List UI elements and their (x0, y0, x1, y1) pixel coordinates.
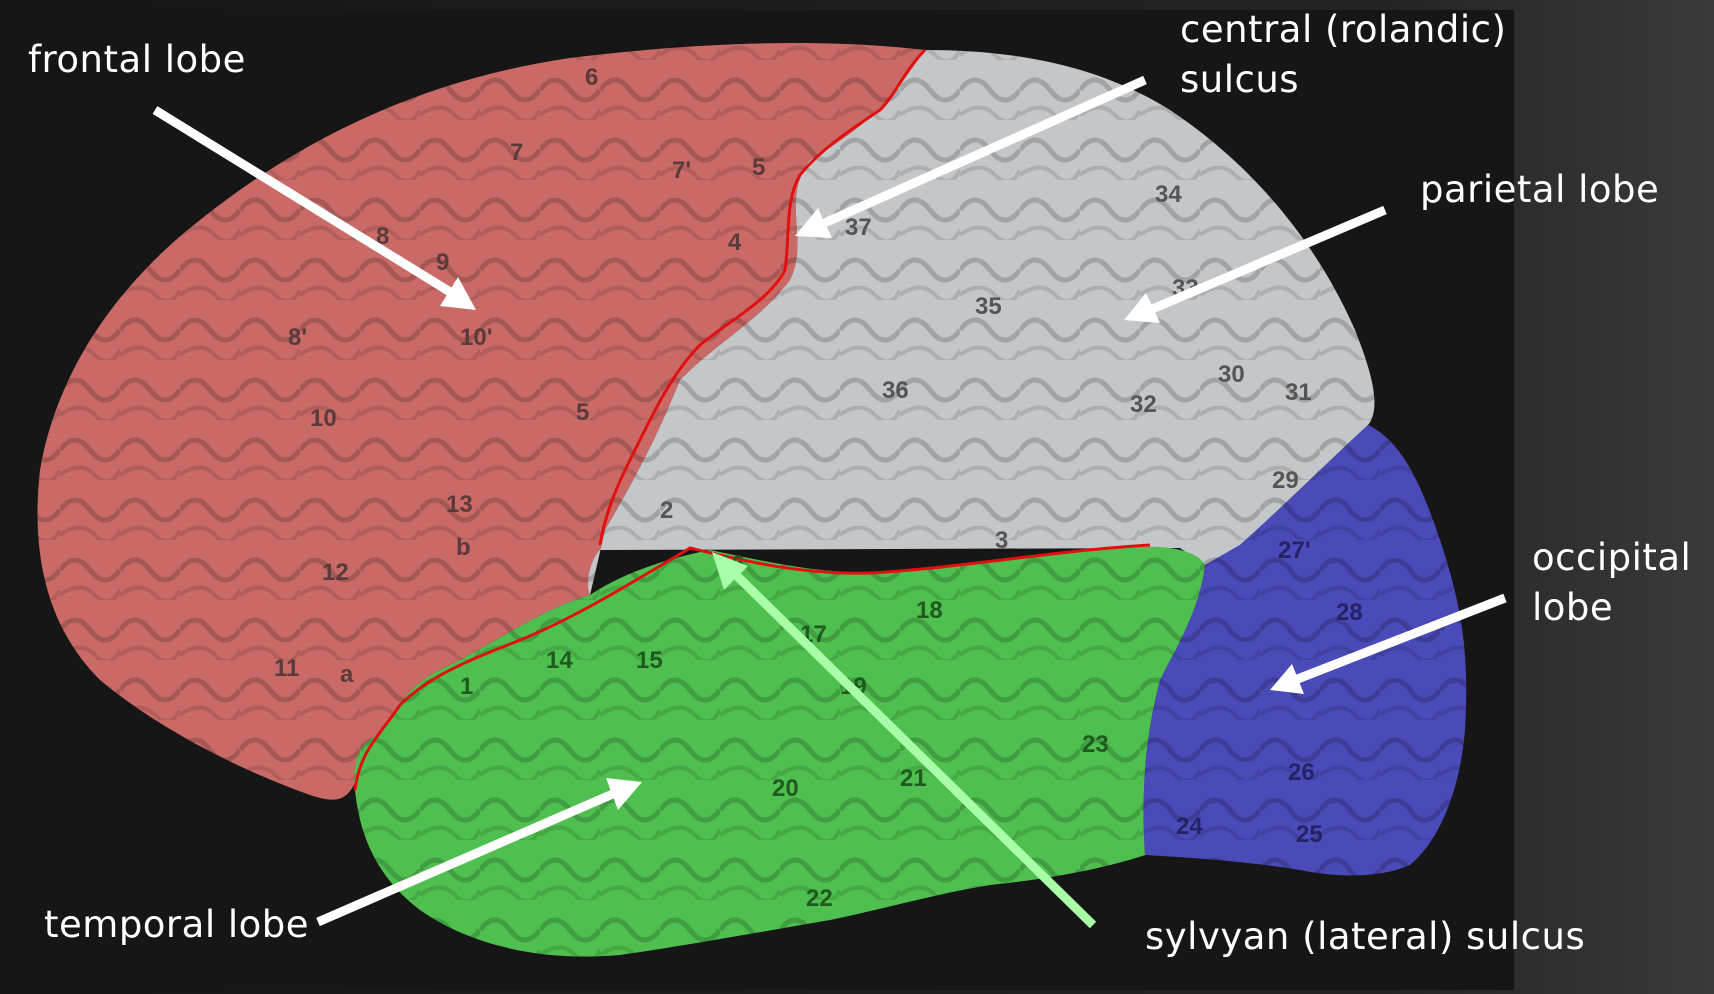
occipital-lobe-label: occipital lobe (1532, 533, 1691, 633)
gyrus-number: 36 (882, 377, 909, 404)
parietal-lobe-label: parietal lobe (1420, 165, 1659, 215)
gyrus-number: 18 (916, 597, 943, 624)
frontal-lobe-label: frontal lobe (28, 35, 246, 85)
gyrus-number: 5 (752, 154, 765, 181)
gyrus-number: 6 (585, 64, 598, 91)
gyrus-number: 15 (636, 647, 663, 674)
gyrus-number: 7 (510, 139, 523, 166)
gyrus-number: 32 (1130, 391, 1157, 418)
gyrus-number: 37 (845, 214, 872, 241)
gyrus-number: 22 (806, 885, 833, 912)
gyrus-number: 35 (975, 293, 1002, 320)
gyrus-number: 1 (460, 673, 473, 700)
gyrus-number: a (340, 661, 354, 688)
gyrus-number: 21 (900, 765, 927, 792)
gyrus-number: 30 (1218, 361, 1245, 388)
gyrus-number: 14 (546, 647, 573, 674)
gyrus-number: 11 (274, 655, 299, 682)
gyrus-number: 9 (436, 249, 449, 276)
gyrus-number: 4 (728, 229, 742, 256)
gyrus-number: 23 (1082, 731, 1109, 758)
gyrus-number: 27' (1278, 537, 1310, 564)
gyrus-number: 28 (1336, 599, 1363, 626)
gyrus-number: 7' (672, 157, 691, 184)
gyrus-number: b (456, 534, 471, 561)
gyrus-number: 8' (288, 324, 307, 351)
gyrus-number: 5 (576, 399, 589, 426)
gyrus-number: 29 (1272, 467, 1299, 494)
gyrus-number: 24 (1176, 813, 1203, 840)
gyrus-number: 2 (660, 497, 673, 524)
sylvian-sulcus-label: sylvyan (lateral) sulcus (1145, 912, 1585, 962)
gyrus-number: 3 (995, 527, 1008, 554)
temporal-lobe-label: temporal lobe (44, 900, 309, 950)
gyrus-number: 31 (1285, 379, 1312, 406)
gyrus-number: 10 (310, 405, 337, 432)
gyrus-number: 13 (446, 491, 473, 518)
gyrus-number: 12 (322, 559, 349, 586)
gyrus-number: 25 (1296, 821, 1323, 848)
gyrus-number: 26 (1288, 759, 1315, 786)
gyrus-number: 20 (772, 775, 799, 802)
gyrus-number: 10' (460, 324, 492, 351)
central-sulcus-label: central (rolandic) sulcus (1180, 5, 1506, 105)
gyrus-number: 34 (1155, 181, 1182, 208)
